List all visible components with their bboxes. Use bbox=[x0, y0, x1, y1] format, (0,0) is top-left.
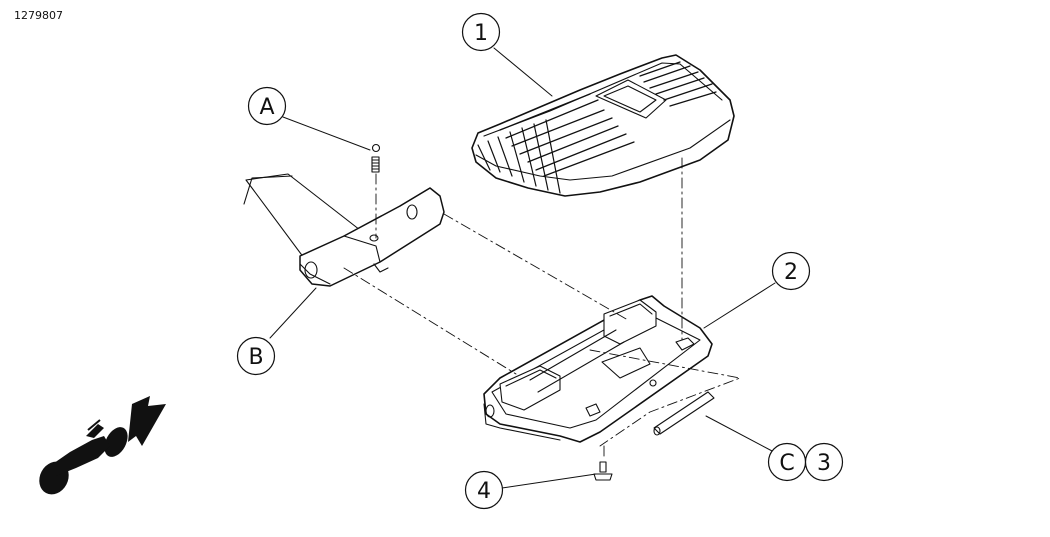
callout-circle-4 bbox=[464, 470, 504, 510]
callout-circle-2 bbox=[771, 251, 811, 291]
callout-circle-b bbox=[236, 336, 276, 376]
callout-label-1: 1 bbox=[474, 21, 488, 46]
motorcycle-direction-icon bbox=[39, 396, 166, 495]
figure-id-label: 1279807 bbox=[14, 9, 63, 22]
callout-circle-a bbox=[247, 86, 287, 126]
callout-label-4: 4 bbox=[477, 479, 491, 504]
screw bbox=[593, 461, 613, 481]
leader-lines bbox=[269, 47, 776, 489]
callout-label-b: B bbox=[248, 345, 263, 370]
callout-label-2: 2 bbox=[784, 260, 798, 285]
footboard-bracket bbox=[483, 295, 713, 443]
callout-label-a: A bbox=[259, 95, 274, 120]
assembly-lines bbox=[343, 157, 741, 461]
footboard-pad bbox=[471, 54, 735, 197]
set-screw bbox=[371, 143, 381, 173]
callout-circle-3 bbox=[804, 442, 844, 482]
mounting-arm bbox=[243, 173, 445, 287]
callout-label-3: 3 bbox=[817, 451, 831, 476]
pivot-pin bbox=[653, 391, 715, 436]
callout-label-c: C bbox=[779, 451, 794, 476]
callout-circle-1 bbox=[461, 12, 501, 52]
